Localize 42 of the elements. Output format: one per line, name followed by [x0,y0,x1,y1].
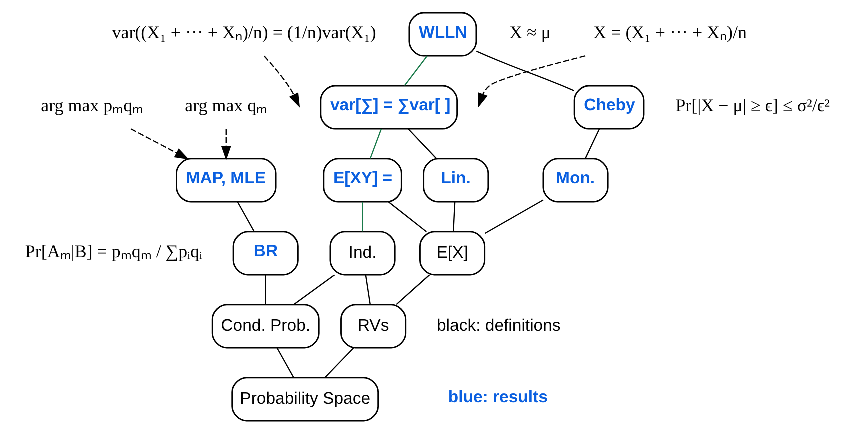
connector [404,56,428,86]
connector [452,202,456,232]
node-text: X = (X₁ + ⋯ + Xₙ)/n [594,22,747,43]
node-box: WLLN [408,12,478,57]
legend-label: blue: results [448,388,548,407]
arrow [264,56,300,108]
connector [237,202,255,232]
node-label: X ≈ μ [510,22,551,43]
node-box: Cheby [574,85,645,130]
connector [362,202,364,232]
connector [408,128,437,160]
connector [396,274,430,306]
node-box: var[∑] = ∑var[ ] [320,85,458,130]
arrow [130,128,190,160]
arrow [478,56,586,108]
node-box: BR [232,231,299,276]
connector [370,128,382,159]
node-label: Pr[Aₘ|B] = pₘqₘ / ∑pᵢqᵢ [25,242,202,262]
connector [265,275,266,305]
connector [365,275,371,305]
node-box: Ind. [330,231,396,276]
node-box: Mon. [542,158,609,203]
node-box: Lin. [423,158,490,203]
connector [293,274,336,306]
legend-label: black: definitions [436,316,561,335]
node-text: arg max qₘ [185,96,268,116]
connector [476,50,574,92]
node-box: RVs [340,304,407,349]
node-text: arg max pₘqₘ [41,96,144,116]
node-box: E[XY] = [323,158,402,203]
arrow [221,129,232,160]
connector [276,348,294,378]
node-box: Cond. Prob. [212,304,320,349]
connector [388,202,427,232]
node-text: var((X₁ + ⋯ + Xₙ)/n) = (1/n)var(X₁) [112,22,376,43]
node-box: Probability Space [232,377,380,422]
node-label: Pr[|X − μ| ≥ ϵ] ≤ σ²/ϵ² [676,96,830,116]
connector [585,128,600,159]
connector [484,200,544,234]
connector [324,348,354,378]
node-box: E[X] [420,231,486,276]
node-box: MAP, MLE [176,158,277,203]
